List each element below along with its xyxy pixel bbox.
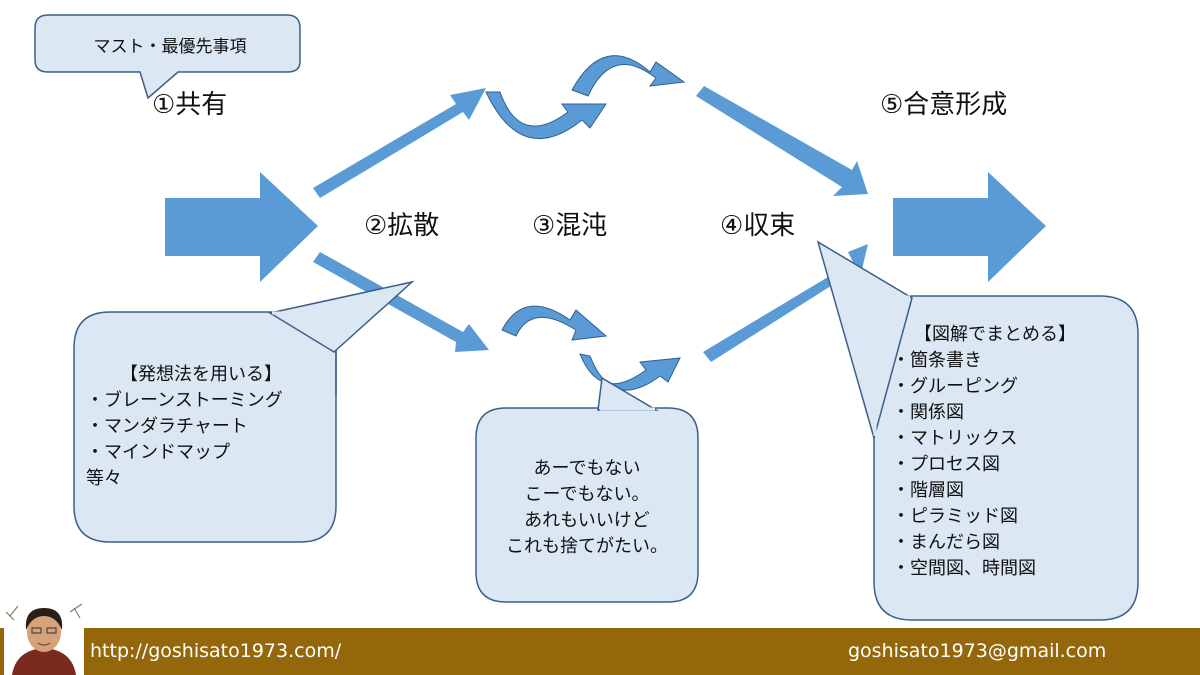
diverge-up-arrow [313,88,486,198]
right-callout-pointer [816,240,913,441]
footer-email-link[interactable]: goshisato1973@gmail.com [848,640,1107,662]
converge-bottom-arrow [703,244,868,362]
right-callout-item: ・グルーピング [892,376,1018,397]
chaos-curve-arrow-bottom-1 [501,305,608,341]
chaos-curve-arrow-bottom-2 [579,353,681,391]
stage-chaos-label: ③混沌 [532,211,608,241]
stage-diverge-label: ②拡散 [364,211,440,241]
right-callout-item: ・空間図、時間図 [892,558,1036,579]
tag-callout-text: マスト・最優先事項 [93,37,247,57]
right-callout-item: ・階層図 [892,480,964,501]
input-arrow [165,172,318,282]
middle-callout-line: こーでもない。 [524,484,650,505]
left-callout-item: ・ブレーンストーミング [86,390,283,411]
footer-bar [0,628,1200,675]
right-callout-heading: 【図解でまとめる】 [914,324,1076,345]
right-callout-item: ・箇条書き [892,350,982,371]
diverge-down-arrow [313,252,489,352]
middle-callout-shape [475,407,699,603]
right-callout-item: ・マトリックス [892,428,1018,449]
middle-callout-text: あーでもない こーでもない。 あれもいいけど これも捨てがたい。 [476,456,698,560]
stage-share-label: ①共有 [152,90,228,120]
left-callout-text: 【発想法を用いる】 ・ブレーンストーミング ・マンダラチャート ・マインドマップ… [86,362,283,492]
middle-callout-line: あーでもない [533,458,641,479]
footer-url-link[interactable]: http://goshisato1973.com/ [90,640,342,662]
left-callout-item: ・マインドマップ [86,442,230,463]
middle-callout-line: これも捨てがたい。 [506,536,668,557]
right-callout-item: ・まんだら図 [892,532,1000,553]
right-callout-item: ・プロセス図 [892,454,1000,475]
left-callout-pointer [268,280,415,353]
right-callout-item: ・関係図 [892,402,964,423]
stage-consensus-label: ⑤合意形成 [880,90,1008,120]
left-callout-item: ・マンダラチャート [86,416,248,437]
output-arrow [893,172,1046,282]
chaos-curve-arrow-top-2 [571,55,686,97]
left-callout-item: 等々 [86,468,122,489]
tag-callout-shape [34,14,301,100]
stage-converge-label: ④収束 [720,211,796,241]
chaos-curve-arrow-top-1 [485,91,607,139]
left-callout-heading: 【発想法を用いる】 [120,364,282,385]
converge-top-arrow [696,86,868,196]
middle-callout-line: あれもいいけど [524,510,650,531]
avatar [4,598,84,675]
right-callout-item: ・ピラミッド図 [892,506,1018,527]
right-callout-text: 【図解でまとめる】 ・箇条書き ・グルーピング ・関係図 ・マトリックス ・プロ… [892,322,1076,582]
